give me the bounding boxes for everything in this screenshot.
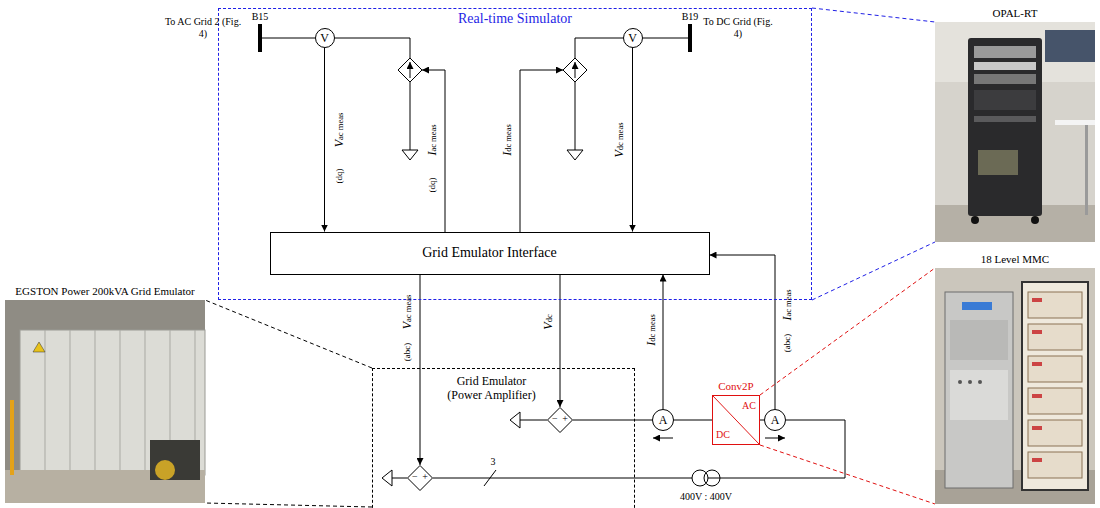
signal-label: To AC Grid 2 (Fig. 4) — [160, 16, 246, 39]
node-text: V — [320, 32, 329, 44]
signal-wire — [632, 48, 633, 232]
signal-label: (abc) — [783, 334, 792, 352]
ammeter-circle: A — [764, 409, 786, 431]
signal-label: Vac meas — [333, 113, 345, 147]
emulator-region: Grid Emulator (Power Amplifier)−+−+ — [372, 368, 635, 508]
voltmeter-circle: V — [315, 28, 335, 48]
signal-wire — [560, 275, 561, 408]
node-text: EGSTON Power 200kVA Grid Emulator — [0, 286, 235, 297]
node-text: 18 Level MMC — [905, 254, 1100, 265]
node-text: DC — [716, 430, 730, 440]
node-text: A — [771, 414, 780, 426]
signal-wire — [420, 275, 421, 466]
photo-panel: OPAL-RT — [935, 22, 1095, 242]
signal-wire — [324, 48, 325, 232]
node-text: Conv2P — [703, 381, 769, 392]
node-text: AC — [742, 401, 756, 411]
signal-label: Vdc — [542, 314, 554, 329]
node-text: − — [412, 472, 418, 482]
signal-label: Vdc meas — [613, 123, 625, 158]
source-diamond: −+ — [407, 465, 433, 491]
source-diamond: −+ — [547, 407, 573, 433]
photo-panel: EGSTON Power 200kVA Grid Emulator — [5, 300, 205, 503]
node-text: Grid Emulator (Power Amplifier) — [439, 375, 544, 403]
signal-wire — [663, 275, 664, 410]
node-text: + — [562, 414, 568, 424]
voltmeter-circle: V — [623, 28, 643, 48]
node-text: + — [422, 472, 428, 482]
signal-label: Idc meas — [645, 314, 657, 346]
node-text: − — [552, 414, 558, 424]
signal-label: To DC Grid (Fig. 4) — [698, 16, 778, 39]
signal-label: Iac meas — [781, 289, 793, 320]
node-text: A — [659, 414, 668, 426]
node-text: Grid Emulator Interface — [422, 246, 557, 260]
converter-box: Conv2PACDC — [712, 395, 760, 445]
signal-label: Vac meas — [401, 295, 413, 329]
signal-label: 400V : 400V — [680, 492, 732, 502]
diamond-outline — [547, 407, 573, 433]
ammeter-circle: A — [652, 409, 674, 431]
signal-label: 3 — [491, 457, 496, 467]
signal-wire — [674, 420, 712, 421]
node-text: V — [628, 32, 637, 44]
signal-label: B15 — [252, 12, 269, 22]
simulator-region: Real-time SimulatorVVGrid Emulator Inter… — [218, 8, 812, 300]
signal-label: (abc) — [403, 343, 412, 361]
node-text: OPAL-RT — [905, 8, 1100, 19]
signal-label: (dq) — [428, 178, 437, 193]
photo-panel: 18 Level MMC — [935, 268, 1095, 504]
signal-label: Idc meas — [501, 124, 513, 156]
signal-label: Iac meas — [426, 124, 438, 155]
signal-wire — [433, 420, 845, 478]
interface-box: Grid Emulator Interface — [270, 232, 710, 275]
diamond-outline — [407, 465, 433, 491]
signal-label: (dq) — [335, 169, 344, 184]
signal-label: B19 — [682, 12, 699, 22]
signal-wire — [573, 420, 652, 421]
